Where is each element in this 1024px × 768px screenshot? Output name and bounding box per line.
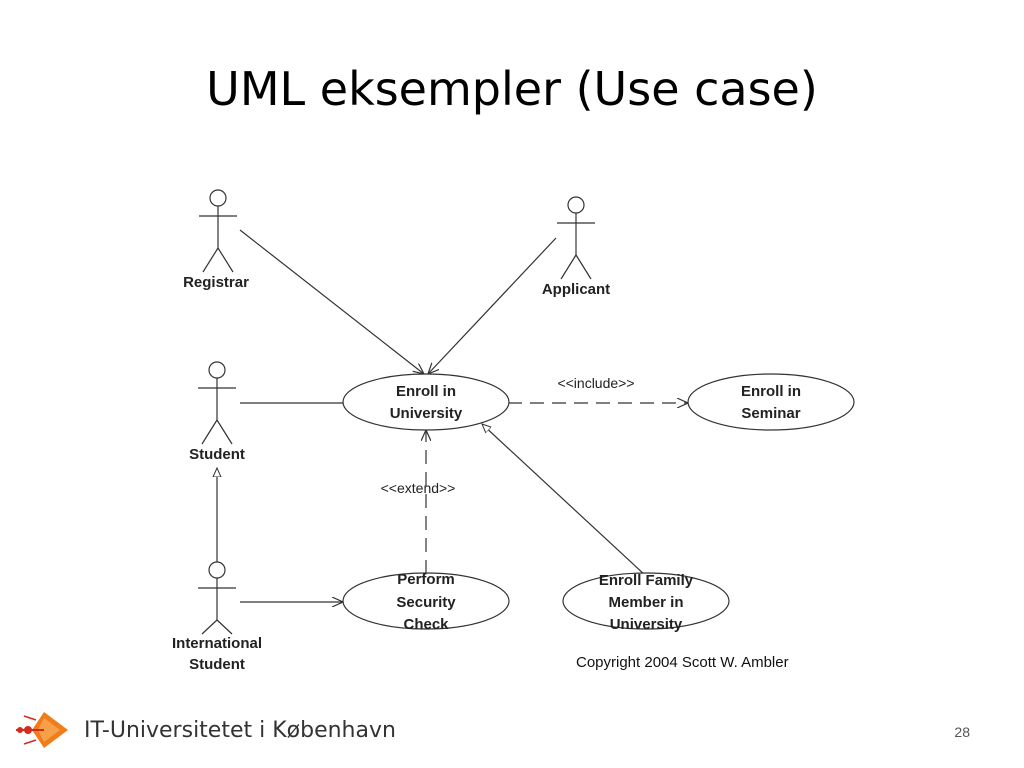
- actor-label-international-2: Student: [189, 656, 245, 673]
- use-case-label: Enroll in: [741, 383, 801, 400]
- actor-student-icon: [198, 361, 236, 445]
- use-case-label: Enroll Family: [599, 572, 694, 589]
- generalization-family-to-enroll: [482, 424, 647, 577]
- use-case-label: Member in: [608, 594, 683, 611]
- use-case-enroll-family-member: Enroll Family Member in University: [562, 572, 730, 633]
- copyright-text: Copyright 2004 Scott W. Ambler: [576, 654, 789, 671]
- use-case-perform-security-check: Perform Security Check: [342, 571, 510, 633]
- use-case-label: Seminar: [741, 405, 800, 422]
- actor-international-student-icon: [198, 561, 236, 635]
- actor-label-applicant: Applicant: [542, 281, 610, 298]
- association-registrar-enroll: [239, 229, 424, 374]
- actor-label-registrar: Registrar: [183, 274, 249, 291]
- extend-label: <<extend>>: [381, 480, 456, 496]
- actor-label-international-1: International: [172, 635, 262, 652]
- page-number: 28: [954, 724, 970, 740]
- institution-name: IT-Universitetet i København: [84, 717, 396, 743]
- itu-logo-icon: [16, 712, 68, 748]
- actor-registrar-icon: [199, 189, 237, 273]
- use-case-label: Perform: [397, 571, 455, 588]
- use-case-label: University: [610, 616, 683, 633]
- use-case-label: Check: [403, 616, 449, 633]
- use-case-enroll-in-university: Enroll in University: [342, 373, 510, 431]
- association-applicant-enroll: [428, 237, 557, 374]
- footer: IT-Universitetet i København: [14, 702, 396, 758]
- actor-applicant-icon: [557, 196, 595, 280]
- use-case-label: Security: [396, 594, 456, 611]
- include-label: <<include>>: [557, 375, 634, 391]
- slide-title: UML eksempler (Use case): [206, 62, 818, 116]
- use-case-enroll-in-seminar: Enroll in Seminar: [687, 373, 855, 431]
- actor-label-student: Student: [189, 446, 245, 463]
- use-case-label: University: [390, 405, 463, 422]
- use-case-label: Enroll in: [396, 383, 456, 400]
